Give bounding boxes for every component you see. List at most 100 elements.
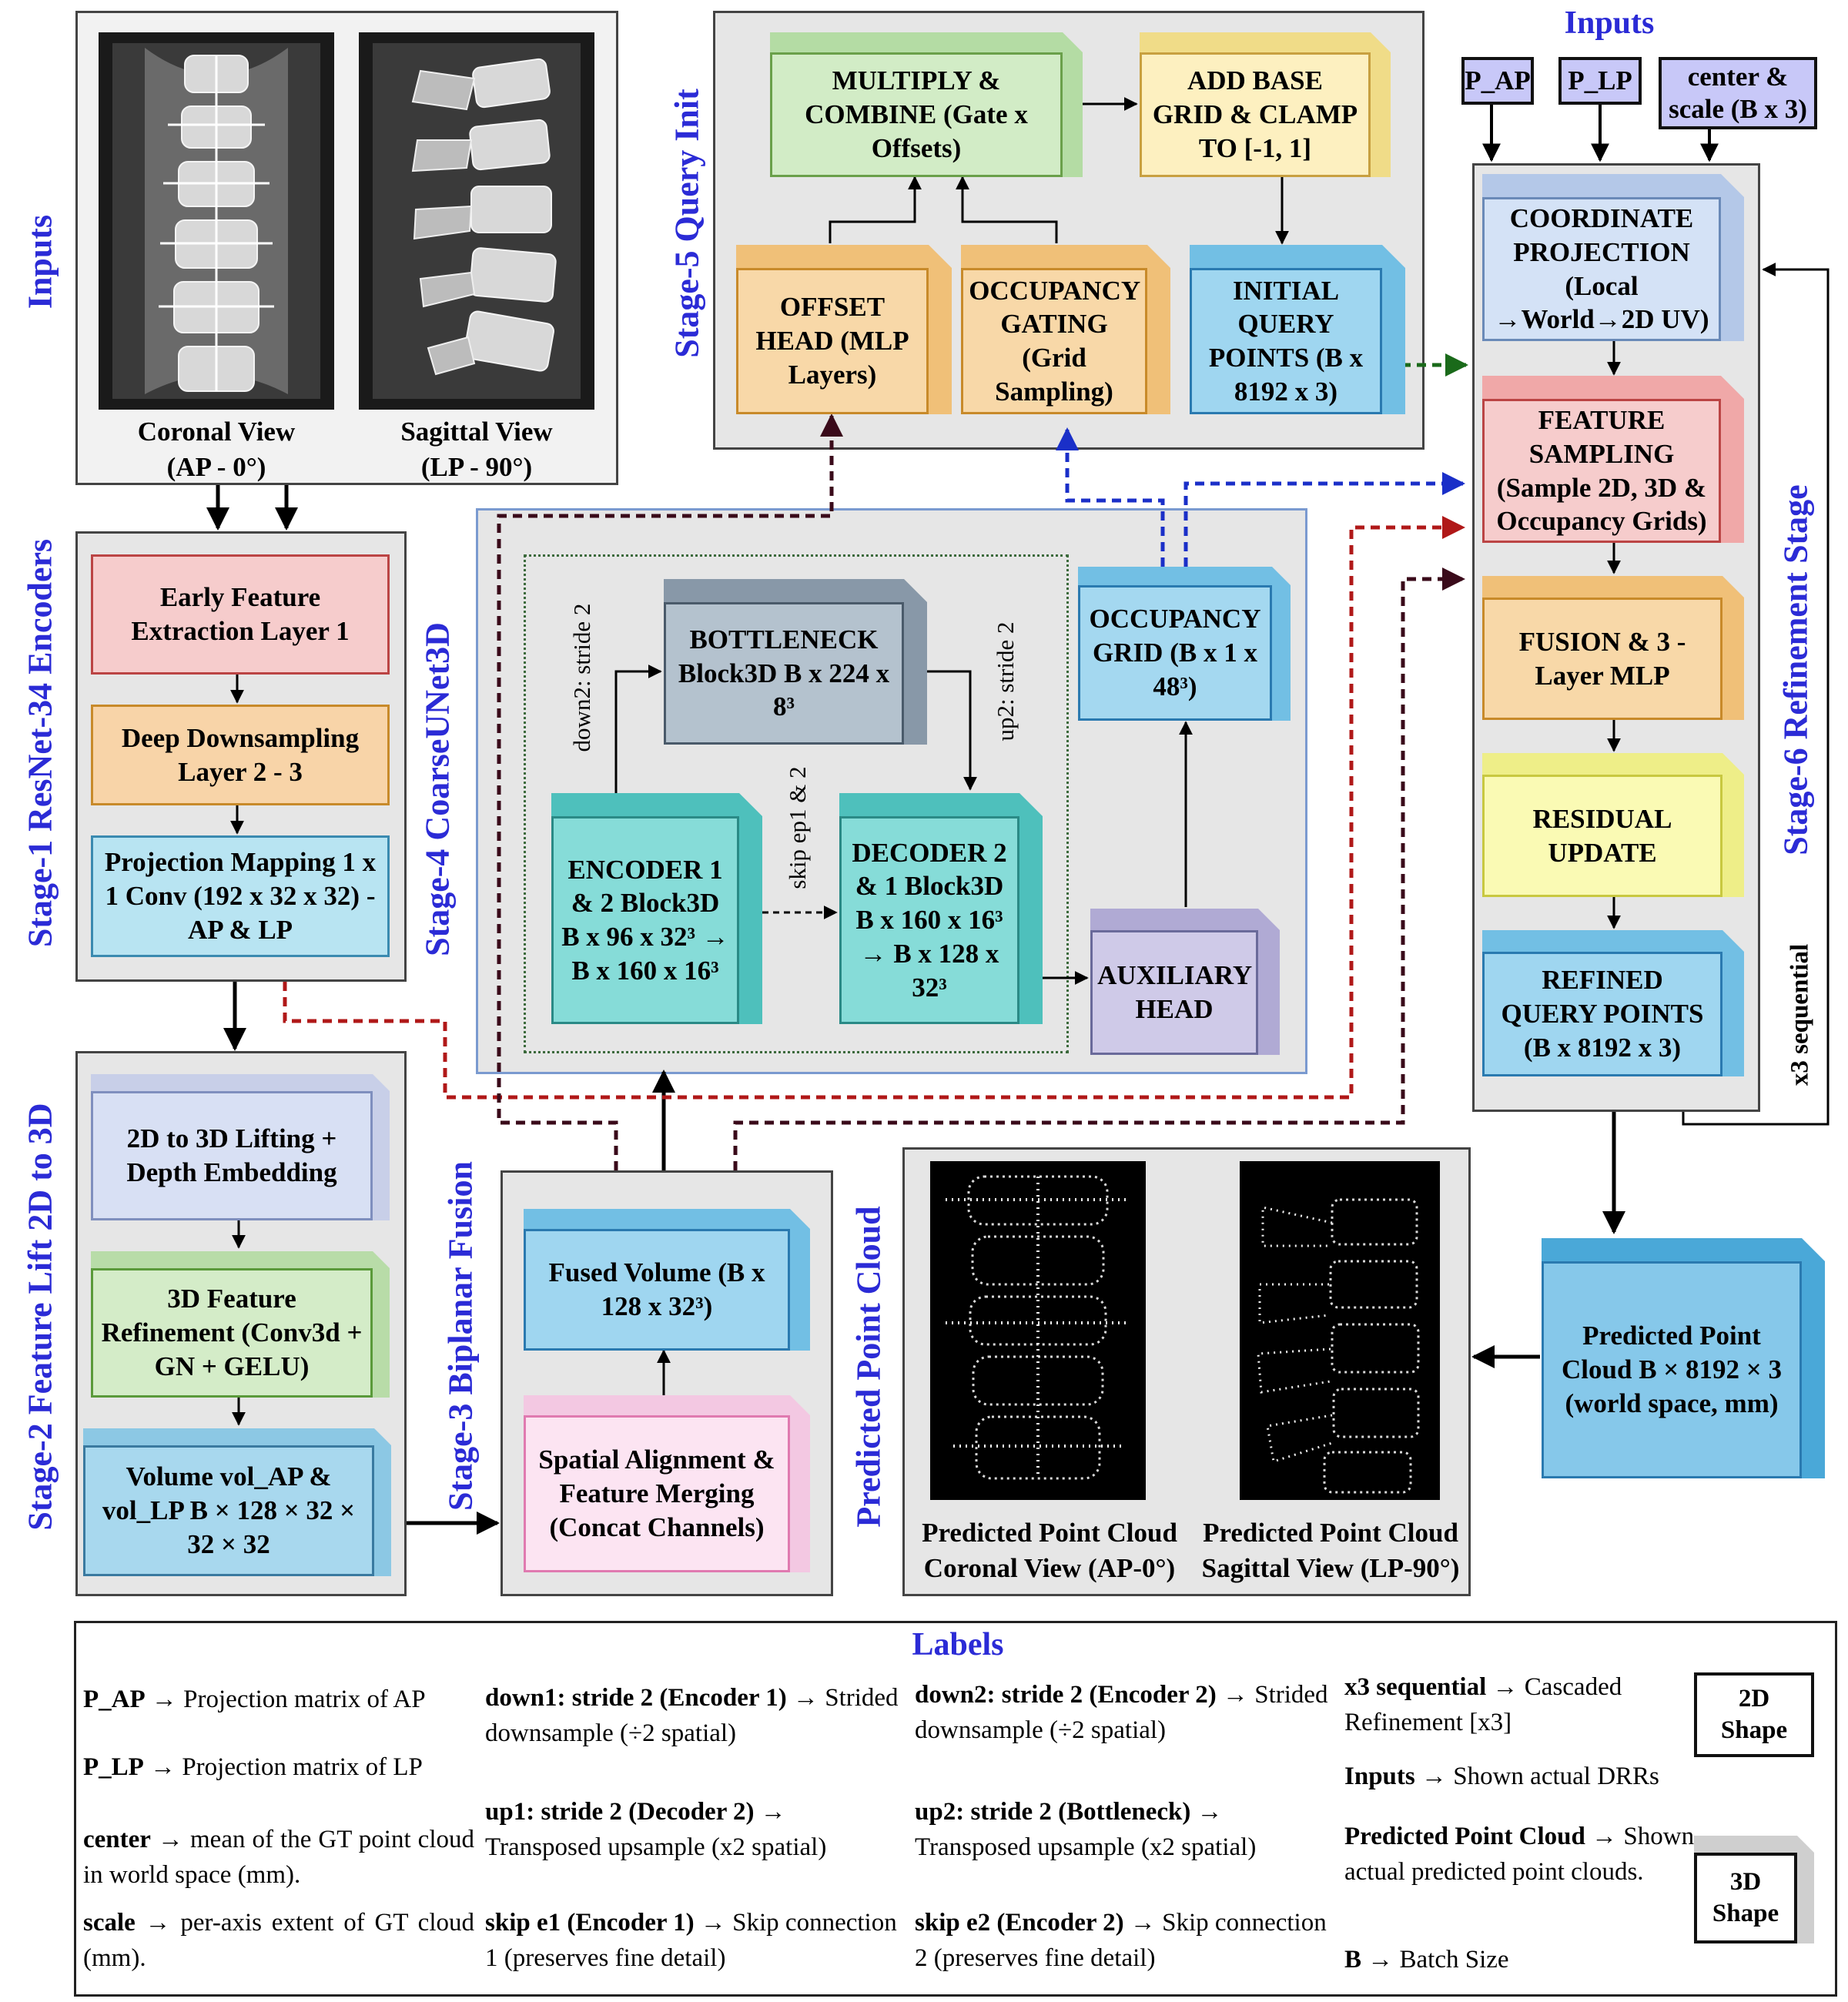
refinement-box-face: 3D Feature Refinement (Conv3d + GN + GEL… — [91, 1268, 373, 1398]
predicted-title: Predicted Point Cloud — [849, 1206, 888, 1528]
legend-desc: → Cascaded Refinement [x3] — [1344, 1673, 1622, 1737]
auxiliary-head-box: AUXILIARY HEAD — [1090, 909, 1280, 1055]
occupancy-gating-face: OCCUPANCY GATING (Grid Sampling) — [961, 268, 1147, 414]
coordinate-projection-box: COORDINATE PROJECTION (Local →World→2D U… — [1482, 174, 1744, 341]
legend-desc: → Strided downsample (÷2 spatial) — [485, 1684, 899, 1748]
legend-item: scale → per-axis extent of GT cloud (mm)… — [83, 1905, 474, 1976]
legend-item: center → mean of the GT point cloud in w… — [83, 1822, 474, 1893]
inputs-left-title: Inputs — [21, 214, 59, 310]
refined-query-box: REFINED QUERY POINTS (B x 8192 x 3) — [1482, 930, 1744, 1076]
legend-key: center — [83, 1826, 151, 1853]
encoder-face: ENCODER 1 & 2 Block3D B x 96 x 32³ → B x… — [551, 816, 739, 1024]
legend-item: Predicted Point Cloud → Shown actual pre… — [1344, 1819, 1699, 1890]
lifting-box: 2D to 3D Lifting + Depth Embedding — [91, 1074, 390, 1220]
fused-volume-box: Fused Volume (B x 128 x 32³) — [524, 1209, 810, 1351]
legend-key: Inputs — [1344, 1763, 1415, 1790]
legend-desc: → Projection matrix of AP — [145, 1686, 426, 1713]
legend-key: skip e1 (Encoder 1) — [485, 1909, 695, 1937]
occupancy-grid-face: OCCUPANCY GRID (B x 1 x 48³) — [1078, 585, 1272, 721]
coronal-caption: Coronal View(AP - 0°) — [138, 414, 296, 484]
p-ap-input: P_AP — [1461, 57, 1534, 105]
skip-label: skip ep1 & 2 — [784, 766, 811, 889]
multiply-combine-box: MULTIPLY & COMBINE (Gate x Offsets) — [770, 32, 1083, 177]
predicted-coronal-caption-line1: Predicted Point Cloud — [922, 1518, 1177, 1548]
fusion-mlp-face: FUSION & 3 - Layer MLP — [1482, 598, 1722, 720]
coronal-xray-image — [99, 32, 334, 410]
legend-desc: → Batch Size — [1361, 1946, 1509, 1974]
lifting-box-face: 2D to 3D Lifting + Depth Embedding — [91, 1091, 373, 1220]
legend-key: P_AP — [83, 1686, 146, 1713]
down2-label: down2: stride 2 — [568, 603, 595, 752]
legend-desc: → Skip connection 1 (preserves fine deta… — [485, 1909, 897, 1973]
add-base-grid-box: ADD BASE GRID & CLAMP TO [-1, 1] — [1140, 32, 1391, 177]
legend-desc: → Strided downsample (÷2 spatial) — [915, 1681, 1328, 1745]
predicted-point-cloud-box: Predicted Point Cloud B × 8192 × 3 (worl… — [1542, 1238, 1825, 1478]
bottleneck-face: BOTTLENECK Block3D B x 224 x 8³ — [664, 602, 904, 745]
legend-key: Predicted Point Cloud — [1344, 1823, 1585, 1850]
legend-key: up2: stride 2 (Bottleneck) — [915, 1798, 1191, 1826]
center-scale-input: center & scale (B x 3) — [1659, 57, 1817, 129]
legend-key: B — [1344, 1946, 1362, 1974]
up2-label: up2: stride 2 — [992, 621, 1019, 742]
legend-item: Inputs → Shown actual DRRs — [1344, 1759, 1699, 1794]
projection-mapping-box: Projection Mapping 1 x 1 Conv (192 x 32 … — [91, 835, 390, 957]
predicted-coronal-caption-line2: Coronal View (AP-0°) — [923, 1552, 1176, 1583]
feature-sampling-face: FEATURE SAMPLING (Sample 2D, 3D & Occupa… — [1482, 399, 1721, 543]
legend-key: P_LP — [83, 1753, 144, 1781]
legend-item: skip e1 (Encoder 1) → Skip connection 1 … — [485, 1905, 901, 1976]
coronal-caption-line2: (AP - 0°) — [166, 451, 266, 482]
stage2-title: Stage-2 Feature Lift 2D to 3D — [21, 1103, 59, 1531]
early-feature-box: Early Feature Extraction Layer 1 — [91, 554, 390, 675]
legend-key: skip e2 (Encoder 2) — [915, 1909, 1124, 1937]
spatial-alignment-face: Spatial Alignment & Feature Merging (Con… — [524, 1415, 790, 1572]
decoder-face: DECODER 2 & 1 Block3D B x 160 x 16³ → B … — [839, 816, 1019, 1024]
predicted-sagittal-caption-line2: Sagittal View (LP-90°) — [1201, 1552, 1460, 1583]
legend-item: P_LP → Projection matrix of LP — [83, 1749, 468, 1785]
legend-desc: → mean of the GT point cloud in world sp… — [83, 1826, 474, 1890]
stage3-title: Stage-3 Biplanar Fusion — [441, 1161, 480, 1511]
initial-query-box: INITIAL QUERY POINTS (B x 8192 x 3) — [1190, 245, 1405, 414]
decoder-box: DECODER 2 & 1 Block3D B x 160 x 16³ → B … — [839, 793, 1043, 1024]
x3-sequential-label: x3 sequential — [1786, 943, 1814, 1086]
feature-sampling-box: FEATURE SAMPLING (Sample 2D, 3D & Occupa… — [1482, 376, 1744, 543]
sagittal-caption-line2: (LP - 90°) — [420, 451, 533, 482]
legend-item: B → Batch Size — [1344, 1942, 1699, 1977]
inputs-top-title: Inputs — [1564, 5, 1655, 41]
legend-3d-shape: 3D Shape — [1694, 1836, 1814, 1943]
legend-item: x3 sequential → Cascaded Refinement [x3] — [1344, 1669, 1676, 1740]
legend-desc: → Transposed upsample (x2 spatial) — [485, 1798, 827, 1862]
volume-box: Volume vol_AP & vol_LP B × 128 × 32 × 32… — [83, 1428, 391, 1576]
legend-item: up1: stride 2 (Decoder 2) → Transposed u… — [485, 1794, 901, 1865]
coordinate-projection-face: COORDINATE PROJECTION (Local →World→2D U… — [1482, 197, 1721, 341]
initial-query-face: INITIAL QUERY POINTS (B x 8192 x 3) — [1190, 268, 1382, 414]
offset-head-box: OFFSET HEAD (MLP Layers) — [736, 245, 952, 414]
legend-desc: → Transposed upsample (x2 spatial) — [915, 1798, 1257, 1862]
legend-key: scale — [83, 1909, 136, 1937]
legend-3d-shape-face: 3D Shape — [1694, 1853, 1797, 1943]
residual-update-face: RESIDUAL UPDATE — [1482, 775, 1722, 897]
legend-panel — [74, 1621, 1837, 1997]
refinement-box: 3D Feature Refinement (Conv3d + GN + GEL… — [91, 1251, 390, 1398]
bottleneck-box: BOTTLENECK Block3D B x 224 x 8³ — [664, 579, 927, 745]
stage6-title: Stage-6 Refinement Stage — [1776, 484, 1815, 855]
auxiliary-head-face: AUXILIARY HEAD — [1090, 930, 1258, 1055]
legend-item: P_AP → Projection matrix of AP — [83, 1682, 468, 1717]
spatial-alignment-box: Spatial Alignment & Feature Merging (Con… — [524, 1395, 810, 1572]
legend-2d-shape: 2D Shape — [1694, 1672, 1814, 1757]
occupancy-gating-box: OCCUPANCY GATING (Grid Sampling) — [961, 245, 1170, 414]
fusion-mlp-box: FUSION & 3 - Layer MLP — [1482, 576, 1744, 720]
legend-desc: → Skip connection 2 (preserves fine deta… — [915, 1909, 1327, 1973]
volume-box-face: Volume vol_AP & vol_LP B × 128 × 32 × 32… — [83, 1445, 374, 1576]
predicted-sagittal-image — [1240, 1161, 1440, 1500]
encoder-box: ENCODER 1 & 2 Block3D B x 96 x 32³ → B x… — [551, 793, 762, 1024]
offset-head-face: OFFSET HEAD (MLP Layers) — [736, 268, 929, 414]
stage4-title: Stage-4 CoarseUNet3D — [418, 622, 457, 956]
legend-desc: → Shown actual DRRs — [1414, 1763, 1659, 1790]
stage5-title: Stage-5 Query Init — [668, 89, 706, 358]
occupancy-grid-box: OCCUPANCY GRID (B x 1 x 48³) — [1078, 567, 1291, 721]
sagittal-caption: Sagittal View(LP - 90°) — [400, 414, 552, 484]
fused-volume-face: Fused Volume (B x 128 x 32³) — [524, 1229, 790, 1351]
legend-key: up1: stride 2 (Decoder 2) — [485, 1798, 755, 1826]
sagittal-xray-image — [359, 32, 594, 410]
